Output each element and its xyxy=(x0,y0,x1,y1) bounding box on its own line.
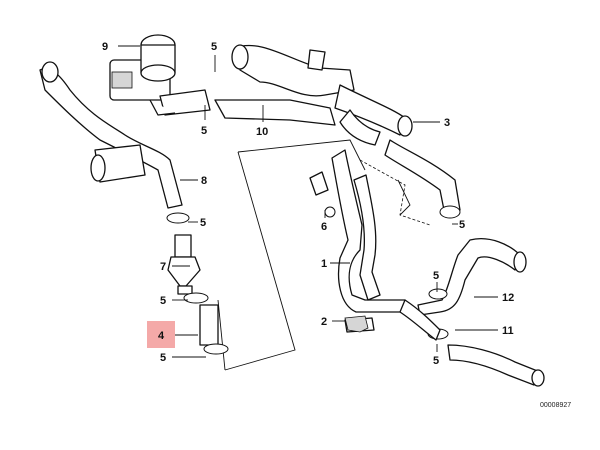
hose-part-4 xyxy=(183,292,229,355)
callout-5-e: 5 xyxy=(433,270,439,282)
callout-7: 7 xyxy=(160,261,166,273)
callout-11: 11 xyxy=(502,325,514,337)
callout-3: 3 xyxy=(444,117,450,129)
upper-hose-part-10 xyxy=(214,44,461,219)
callout-5-c: 5 xyxy=(200,217,206,229)
callout-9: 9 xyxy=(102,41,108,53)
callout-5-h: 5 xyxy=(433,355,439,367)
highlight-box-part-4 xyxy=(147,321,175,348)
left-hose-part-8 xyxy=(39,61,183,209)
clip-part-2 xyxy=(344,315,369,333)
heater-valve-part-9 xyxy=(109,34,211,116)
hose-part-11 xyxy=(399,299,545,387)
callout-6: 6 xyxy=(321,221,327,233)
callout-5-d: 5 xyxy=(459,219,465,231)
callout-10: 10 xyxy=(256,126,268,138)
diagram-reference-number: 00008927 xyxy=(540,402,571,409)
callout-5-g: 5 xyxy=(160,352,166,364)
callout-2: 2 xyxy=(321,316,327,328)
callout-labels: 9 5 5 10 3 8 5 5 6 7 1 5 12 5 2 4 11 5 5 xyxy=(102,41,514,367)
callout-8: 8 xyxy=(201,175,207,187)
callout-5-f: 5 xyxy=(160,295,166,307)
callout-12: 12 xyxy=(502,292,514,304)
connector-part-7 xyxy=(166,212,201,295)
callout-5-a: 5 xyxy=(211,41,217,53)
assembly-outline xyxy=(217,139,431,371)
callout-5-b: 5 xyxy=(201,125,207,137)
callout-4: 4 xyxy=(158,330,165,342)
hose-part-12 xyxy=(417,238,527,316)
leader-lines xyxy=(118,45,498,358)
callout-1: 1 xyxy=(321,258,327,270)
